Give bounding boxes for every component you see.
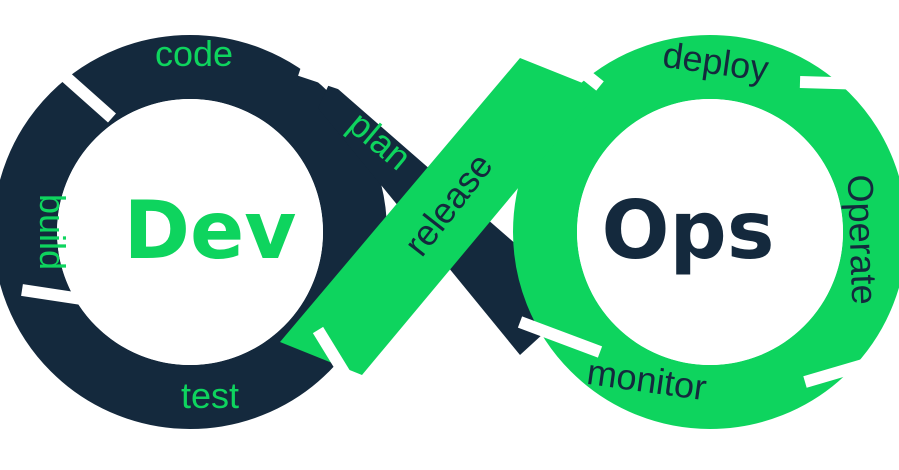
stage-code-label: code	[155, 33, 233, 74]
release-band	[280, 58, 600, 375]
dev-center	[57, 99, 323, 365]
dev-title: Dev	[124, 184, 297, 277]
ops-ring	[513, 35, 899, 429]
stage-operate-label: Operate	[840, 174, 886, 305]
segment-separators	[21, 37, 882, 396]
stage-test-label: test	[181, 375, 239, 416]
ops-title: Ops	[602, 184, 775, 277]
stage-build-label: build	[32, 194, 73, 270]
ops-center	[577, 99, 843, 365]
dev-ring	[0, 35, 387, 429]
